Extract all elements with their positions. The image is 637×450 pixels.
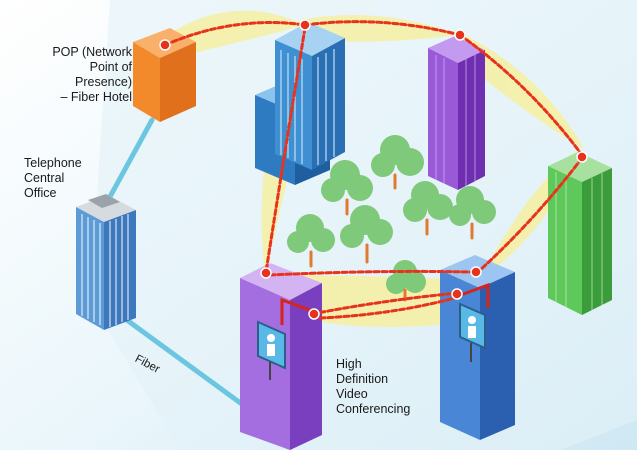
- purple-tower-front: [240, 263, 322, 450]
- central-office-label: Telephone Central Office: [24, 156, 82, 200]
- video-screen-icon: [459, 302, 486, 362]
- blue-tower-right: [440, 255, 515, 440]
- link-nodes: [159, 19, 588, 320]
- hd-video-conferencing-label: High Definition Video Conferencing: [336, 357, 411, 416]
- video-screen-icon: [257, 320, 286, 380]
- pop-label: POP (Network Point of Presence) – Fiber …: [52, 45, 132, 104]
- blue-tower-left: [255, 22, 345, 185]
- purple-tower: [428, 36, 485, 190]
- fiber-cable-co-to-hdvc: [117, 312, 253, 413]
- central-office-building: [76, 194, 136, 330]
- green-tower: [548, 152, 612, 315]
- trees: [287, 135, 496, 302]
- red-cabling: [280, 282, 490, 325]
- microwave-links: [163, 20, 584, 320]
